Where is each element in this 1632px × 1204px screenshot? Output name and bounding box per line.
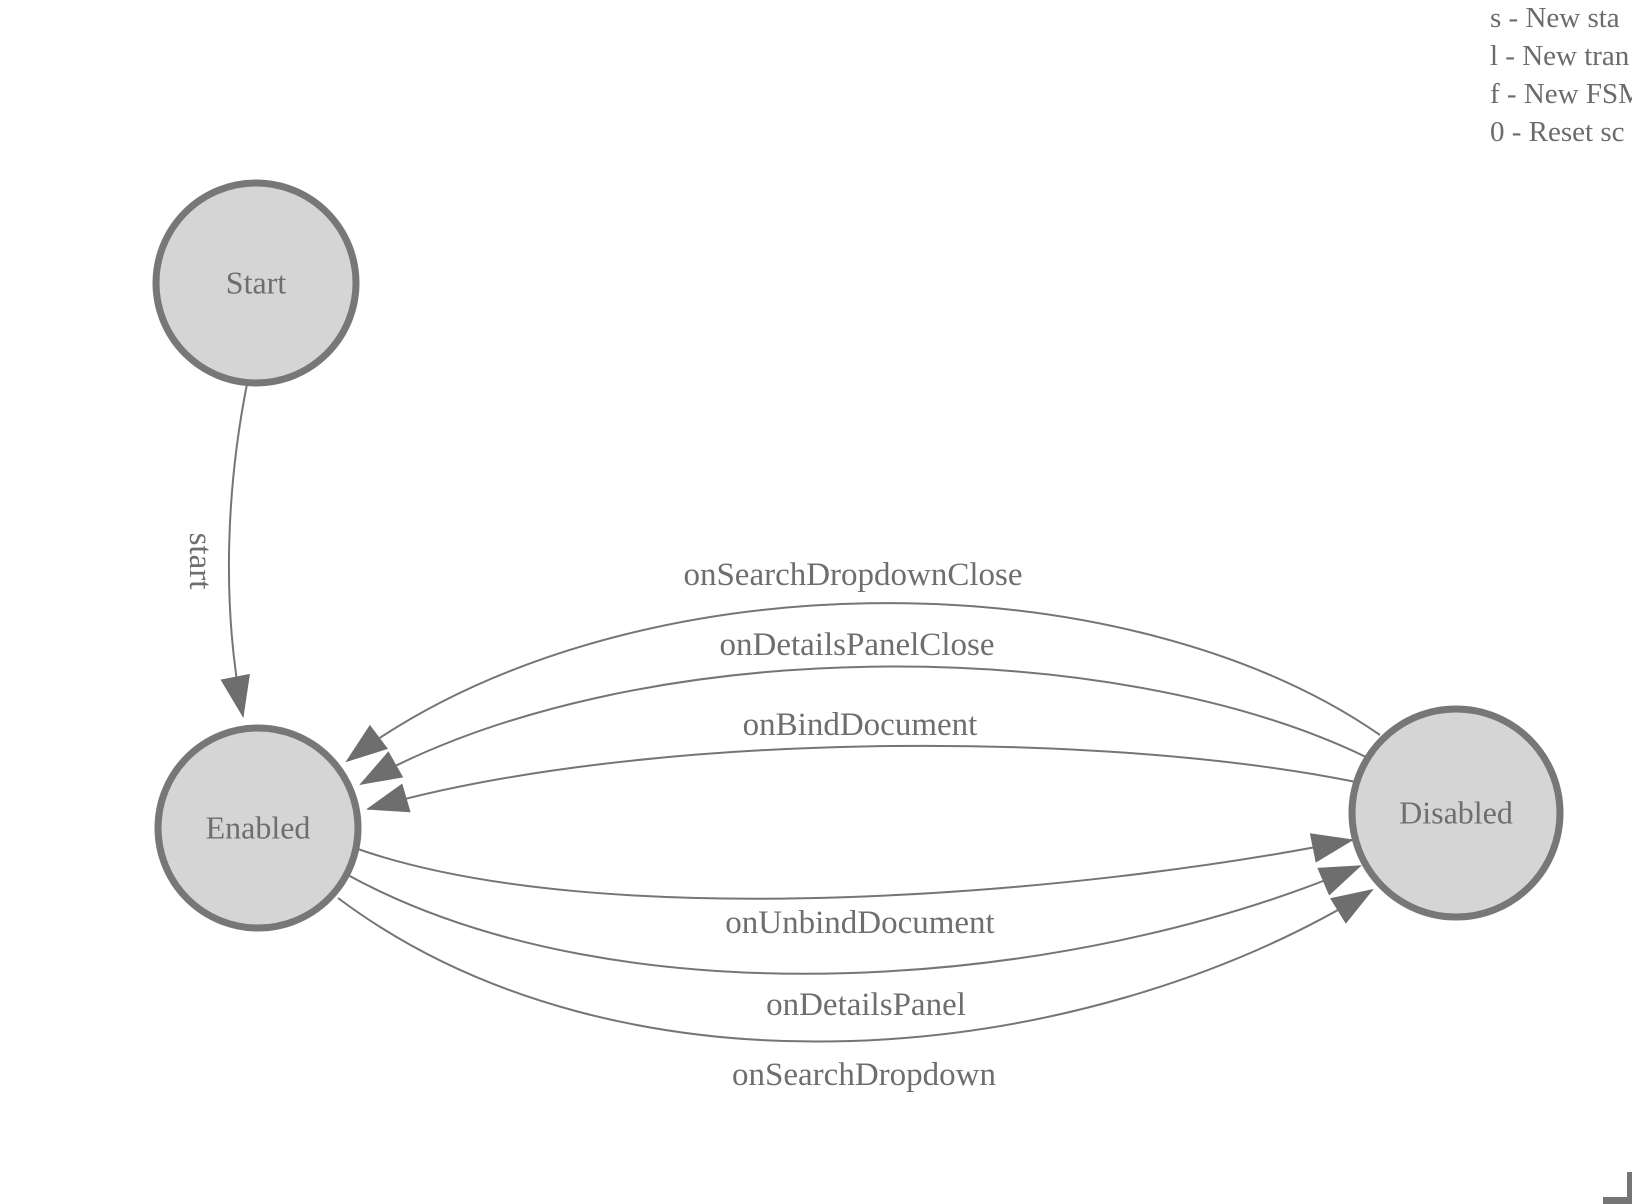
edge-onSearchDropdownClose[interactable] bbox=[345, 602, 1381, 763]
legend-item: l - New tran bbox=[1490, 40, 1630, 72]
node-circle-start[interactable] bbox=[152, 179, 360, 387]
legend-item: 0 - Reset sc bbox=[1490, 116, 1625, 148]
state-node-start[interactable]: Start bbox=[152, 179, 360, 387]
edge-label-onBindDocument: onBindDocument bbox=[743, 707, 978, 743]
state-node-enabled[interactable]: Enabled bbox=[154, 724, 362, 932]
edge-label-onDetailsPanel: onDetailsPanel bbox=[766, 987, 966, 1023]
node-label-disabled: Disabled bbox=[1399, 795, 1513, 831]
edge-onDetailsPanelClose[interactable] bbox=[359, 665, 1369, 785]
legend-item: s - New sta bbox=[1490, 2, 1620, 34]
edge-label-onSearchDropdownClose: onSearchDropdownClose bbox=[683, 557, 1022, 593]
legend-item: f - New FSM bbox=[1490, 78, 1632, 110]
node-circle-disabled[interactable] bbox=[1348, 705, 1564, 921]
edge-onDetailsPanel[interactable] bbox=[345, 865, 1362, 975]
canvas-corner-vertical-bar bbox=[1627, 1172, 1632, 1204]
edge-start[interactable] bbox=[220, 383, 250, 718]
edge-label-onUnbindDocument: onUnbindDocument bbox=[725, 905, 994, 941]
edge-label-onDetailsPanelClose: onDetailsPanelClose bbox=[720, 627, 995, 663]
edge-onBindDocument[interactable] bbox=[366, 744, 1357, 813]
edge-label-onSearchDropdown: onSearchDropdown bbox=[732, 1057, 996, 1093]
legend: s - New sta l - New tran f - New FSM 0 -… bbox=[1490, 0, 1632, 151]
node-label-enabled: Enabled bbox=[206, 810, 311, 846]
state-node-disabled[interactable]: Disabled bbox=[1348, 705, 1564, 921]
edge-onSearchDropdown[interactable] bbox=[337, 888, 1374, 1043]
node-label-start: Start bbox=[226, 265, 287, 301]
edge-label-start: start bbox=[182, 533, 218, 590]
edge-onUnbindDocument[interactable] bbox=[354, 833, 1354, 900]
edge-layer bbox=[220, 383, 1381, 1043]
node-circle-enabled[interactable] bbox=[154, 724, 362, 932]
edge-label-layer: start onSearchDropdownClose onDetailsPan… bbox=[182, 533, 1023, 1093]
canvas-corner-horizontal-bar bbox=[1603, 1197, 1632, 1204]
